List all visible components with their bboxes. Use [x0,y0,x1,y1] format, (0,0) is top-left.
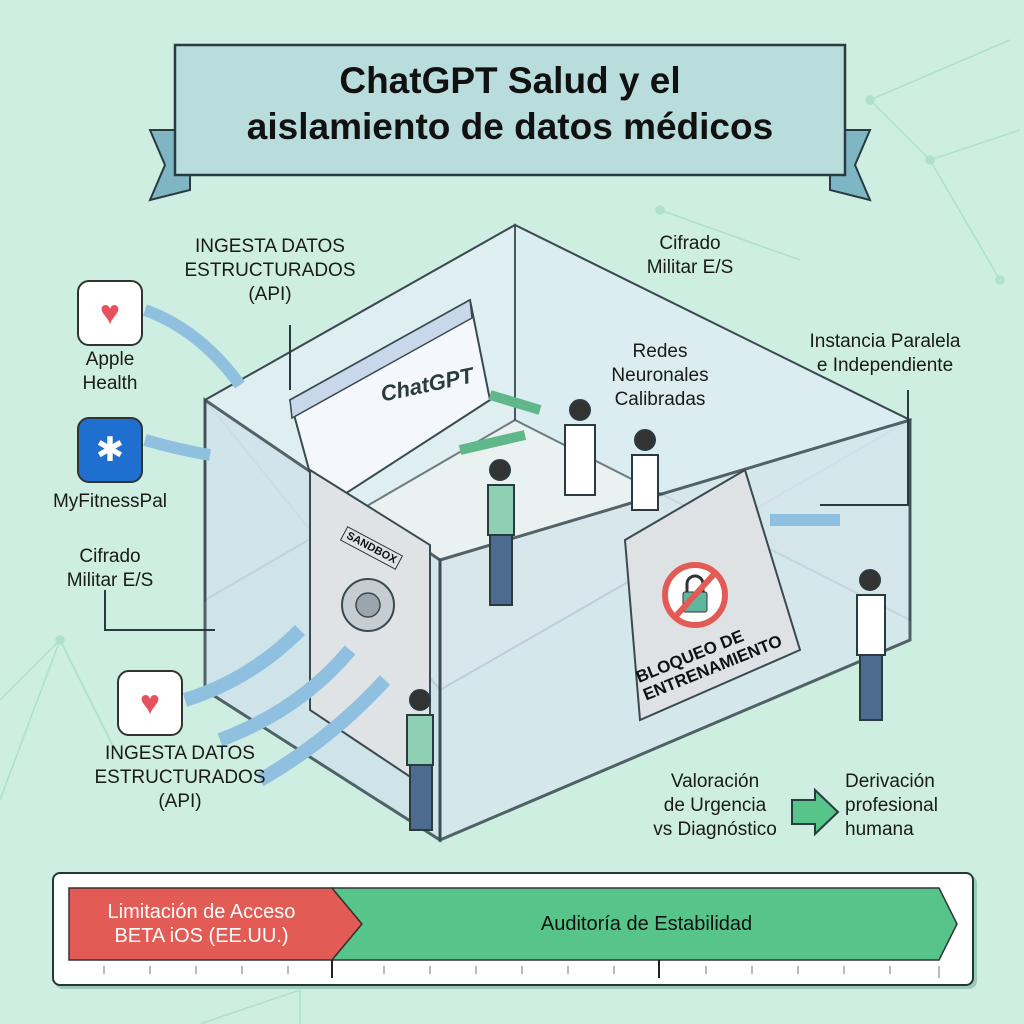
phase-label: BETA iOS (EE.UU.) [114,925,289,947]
label-line: INGESTA DATOS [105,743,255,764]
label-line: Health [82,373,138,394]
green-arrow [488,390,542,415]
title-line: aislamiento de datos médicos [246,106,774,147]
phase-green-bar [330,887,958,961]
no-lock-icon [662,562,728,628]
label-line: Instancia Paralela [809,331,961,352]
label-line: de Urgencia [663,795,767,816]
label-line: Cifrado [79,546,141,567]
green-arrow [458,430,527,455]
label-line: vs Diagnóstico [653,819,777,840]
apple-health-app-icon: ♥ [77,280,143,346]
label-line: ESTRUCTURADOS [94,767,266,788]
label-line: Calibradas [614,389,706,410]
arrow-right-icon [791,787,840,837]
phase-access-limit: Limitación de Acceso BETA iOS (EE.UU.) [69,888,334,960]
ingesta-label-top: INGESTA DATOS ESTRUCTURADOS (API) [180,235,360,307]
timeline-ticks [103,960,940,978]
instancia-label: Instancia Paralela e Independiente [780,330,990,378]
label-line: Derivación [845,771,935,792]
label-line: e Independiente [816,355,954,376]
label-line: Neuronales [611,365,709,386]
valoracion-label: Valoración de Urgencia vs Diagnóstico [640,770,790,842]
label-line: Redes [632,341,688,362]
cifrado-label-top: Cifrado Militar E/S [620,232,760,280]
timeline-graphics [68,887,958,978]
label-line: ESTRUCTURADOS [184,260,356,281]
health-app-icon: ♥ [117,670,183,736]
derivacion-label: Derivación profesional humana [845,770,985,842]
phase-label: Limitación de Acceso [107,901,296,923]
label-line: Militar E/S [66,570,154,591]
label-line: humana [845,819,914,840]
label-line: (API) [248,284,292,305]
label-line: Valoración [670,771,760,792]
label-line: Apple [85,349,135,370]
timeline: Limitación de Acceso BETA iOS (EE.UU.) A… [52,872,974,986]
title-line: ChatGPT Salud y el [339,60,681,101]
data-arrows [104,304,909,787]
label-line: Militar E/S [646,257,734,278]
label-line: Cifrado [659,233,721,254]
apple-health-label: Apple Health [60,348,160,396]
label-line: profesional [845,795,938,816]
label-line: INGESTA DATOS [195,236,345,257]
ingesta-label-bottom: INGESTA DATOS ESTRUCTURADOS (API) [85,742,275,814]
phase-stability-audit: Auditoría de Estabilidad [540,913,753,935]
people [406,399,886,831]
title-banner [173,43,847,177]
myfitnesspal-app-icon: ✱ [77,417,143,483]
network-background [0,39,1021,1024]
redes-label: Redes Neuronales Calibradas [600,340,720,412]
label-line: (API) [158,791,202,812]
myfitnesspal-label: MyFitnessPal [52,491,168,512]
page-title: ChatGPT Salud y el aislamiento de datos … [190,58,830,150]
cifrado-label-left: Cifrado Militar E/S [40,545,180,593]
